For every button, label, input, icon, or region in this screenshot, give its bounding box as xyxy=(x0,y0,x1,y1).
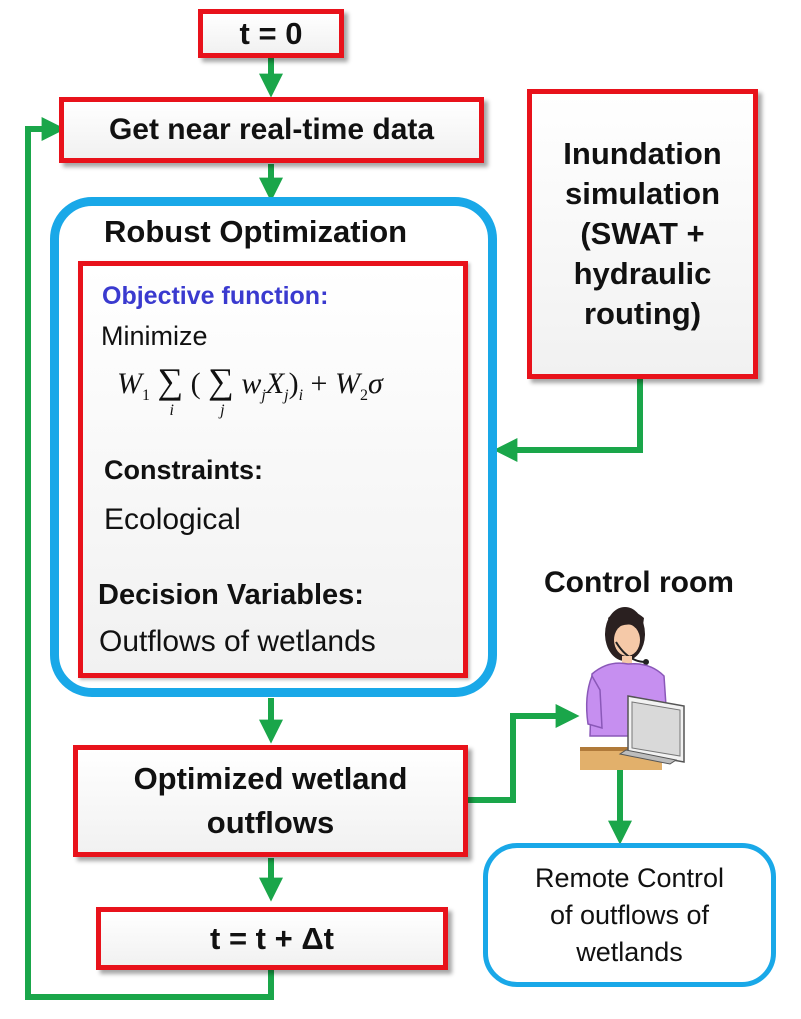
node-inundation: Inundation simulation (SWAT + hydraulic … xyxy=(527,89,758,379)
inundation-line-2: simulation xyxy=(564,176,720,211)
robust-optimization-title: Robust Optimization xyxy=(104,214,408,249)
node-get-data-label: Get near real-time data xyxy=(108,113,435,146)
node-t-update: t = t + Δt xyxy=(96,907,448,970)
node-t0: t = 0 xyxy=(198,9,344,58)
node-t-update-label: t = t + Δt xyxy=(210,920,334,956)
constraints-value: Ecological xyxy=(104,503,241,536)
constraints-label: Constraints: xyxy=(104,455,264,485)
node-t0-label: t = 0 xyxy=(239,15,303,51)
node-remote-control: Remote Control of outflows of wetlands xyxy=(483,843,776,987)
person-with-headset-at-computer-icon xyxy=(580,607,685,770)
decision-variables-label: Decision Variables: xyxy=(98,579,364,611)
inundation-line-1: Inundation xyxy=(563,136,722,171)
inundation-line-5: routing) xyxy=(583,296,702,331)
remote-line-1: Remote Control xyxy=(534,862,725,893)
remote-line-2: of outflows of xyxy=(549,899,710,930)
inundation-line-4: hydraulic xyxy=(573,256,712,291)
objective-formula: W1 ∑i ( ∑j wjXj)i + W2σ xyxy=(117,361,383,419)
inundation-line-3: (SWAT + xyxy=(580,216,705,251)
arrow-inundation-to-robust xyxy=(493,378,643,462)
objective-function-label: Objective function: xyxy=(102,282,329,310)
node-get-data: Get near real-time data xyxy=(59,97,484,163)
robust-inner-box xyxy=(78,261,468,678)
optimized-line-1: Optimized wetland xyxy=(133,761,408,796)
remote-line-3: wetlands xyxy=(576,936,683,967)
optimized-line-2: outflows xyxy=(206,805,335,840)
decision-variables-value: Outflows of wetlands xyxy=(99,625,376,658)
node-optimized-outflows: Optimized wetland outflows xyxy=(73,745,468,857)
arrow-optimized-to-control xyxy=(467,704,580,803)
control-room-label: Control room xyxy=(544,566,734,599)
minimize-label: Minimize xyxy=(101,321,208,351)
arrow-loop-back xyxy=(25,117,274,1000)
